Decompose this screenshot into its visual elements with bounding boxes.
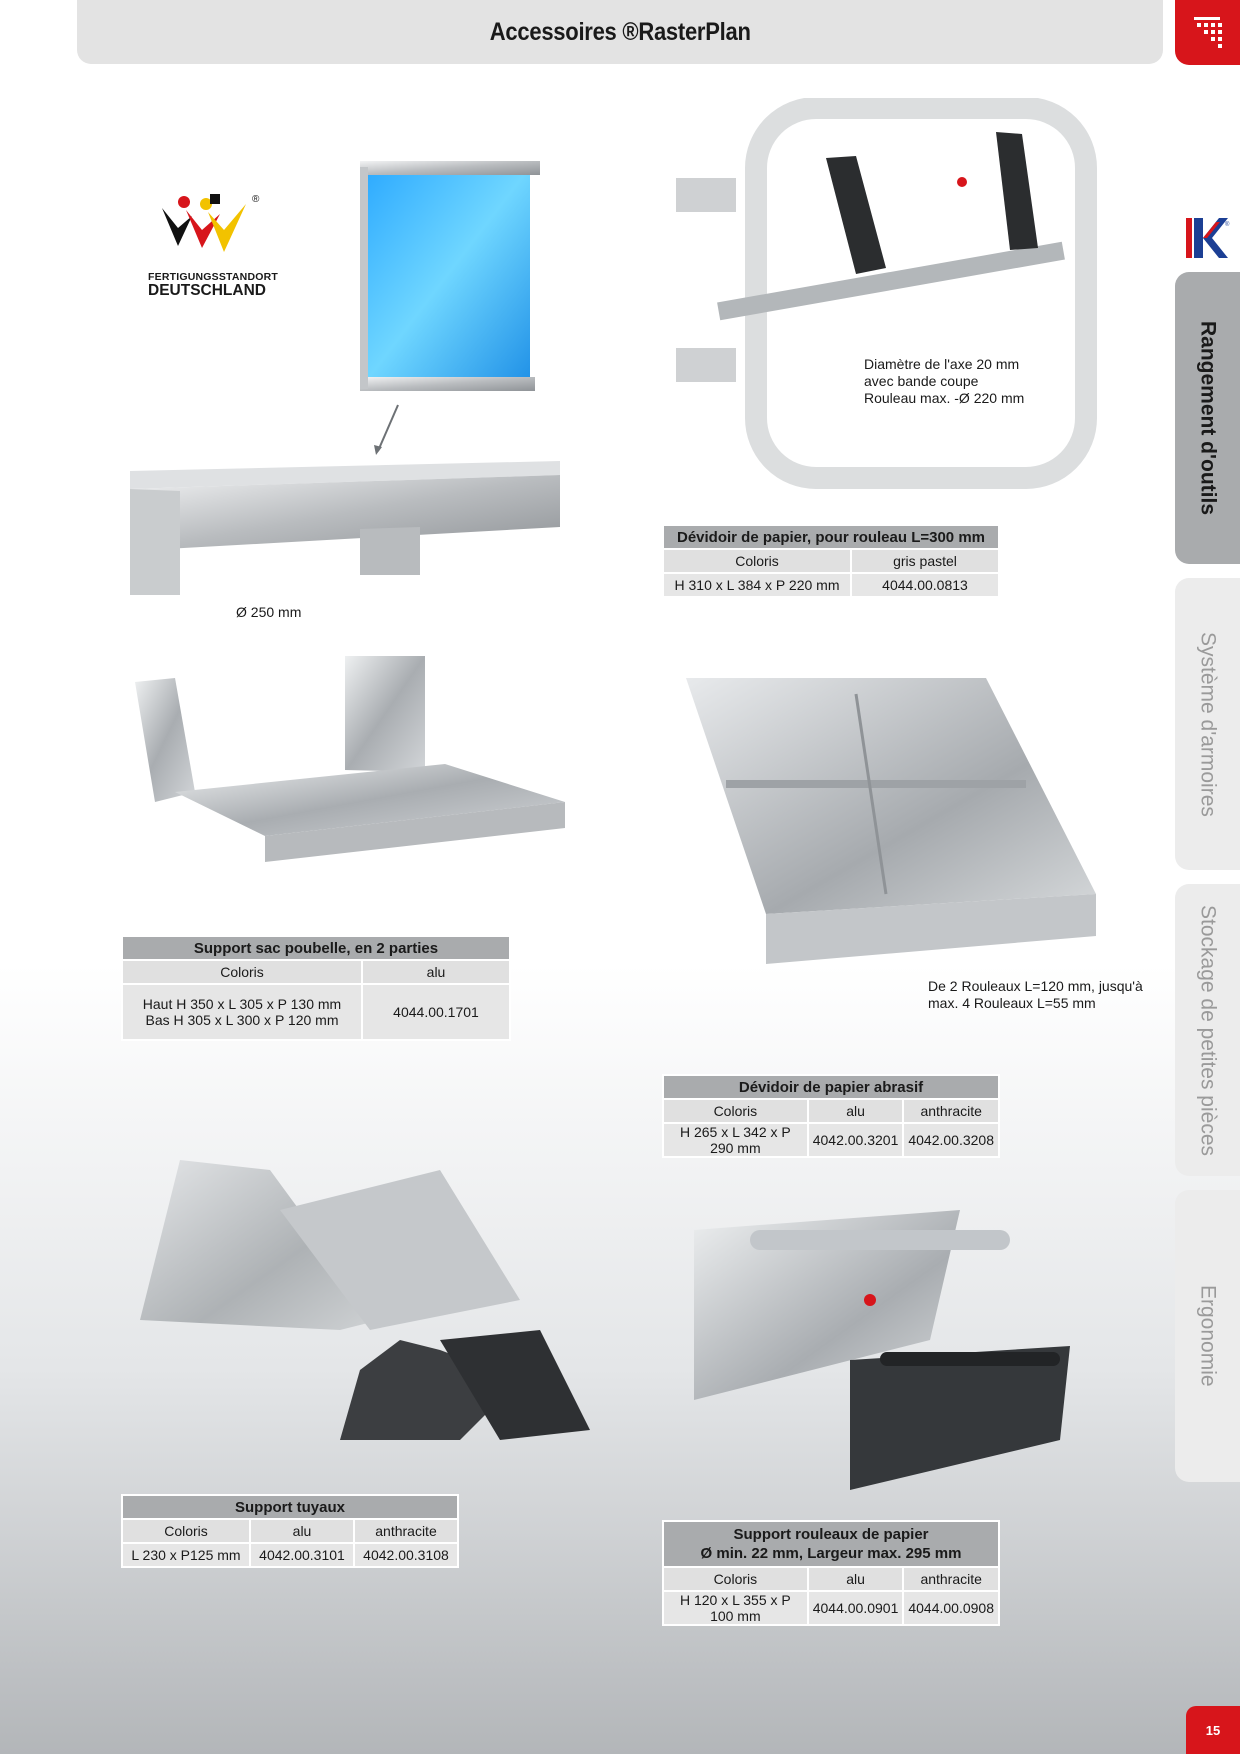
table-cell-dims: Haut H 350 x L 305 x P 130 mm Bas H 305 … — [121, 983, 363, 1041]
paper-dispenser-note: Diamètre de l'axe 20 mm avec bande coupe… — [864, 356, 1025, 406]
table-cell-ref: 4042.00.3208 — [902, 1122, 1000, 1158]
badge-line-1: FERTIGUNGSSTANDORT — [148, 271, 278, 283]
table-col-header: anthracite — [902, 1098, 1000, 1124]
bin-holder-table: Support sac poubelle, en 2 parties Color… — [121, 935, 511, 1041]
table-cell-ref: 4042.00.3108 — [353, 1542, 459, 1568]
paper-dispenser-image — [676, 98, 1097, 489]
table-title: Dévidoir de papier, pour rouleau L=300 m… — [662, 524, 1000, 550]
roll-holder-image — [694, 1210, 1070, 1490]
roll-holder-table: Support rouleaux de papier Ø min. 22 mm,… — [662, 1520, 1000, 1626]
tab-label: Rangement d'outils — [1196, 320, 1220, 515]
tab-rangement-outils[interactable]: Rangement d'outils — [1175, 272, 1240, 564]
brand-corner-logo — [1175, 0, 1240, 65]
page-number: 15 — [1186, 1706, 1240, 1754]
tab-stockage-petites-pieces[interactable]: Stockage de petites pièces — [1175, 884, 1240, 1176]
abrasive-table: Dévidoir de papier abrasif Coloris alu a… — [662, 1074, 1000, 1158]
tab-label: Stockage de petites pièces — [1196, 904, 1220, 1156]
table-col-header: alu — [806, 1566, 905, 1592]
table-cell-dims: L 230 x P125 mm — [121, 1542, 251, 1568]
page-title: Accessoires ®RasterPlan — [489, 17, 751, 46]
table-col-header: Coloris — [662, 1566, 809, 1592]
table-cell-ref: 4042.00.3101 — [249, 1542, 355, 1568]
tab-ergonomie[interactable]: Ergonomie — [1175, 1190, 1240, 1482]
table-cell-ref: 4044.00.0901 — [806, 1590, 905, 1626]
table-title: Dévidoir de papier abrasif — [662, 1074, 1000, 1100]
table-col-header: gris pastel — [850, 548, 1000, 574]
hose-holder-image — [140, 1160, 590, 1440]
table-cell-ref: 4044.00.0908 — [902, 1590, 1000, 1626]
table-col-header: anthracite — [902, 1566, 1000, 1592]
table-cell-dims: H 310 x L 384 x P 220 mm — [662, 572, 852, 598]
svg-text:®: ® — [252, 194, 260, 205]
table-cell-ref: 4044.00.1701 — [361, 983, 511, 1041]
badge-line-2: DEUTSCHLAND — [148, 282, 266, 299]
tab-systeme-armoires[interactable]: Système d'armoires — [1175, 578, 1240, 870]
tab-label: Ergonomie — [1196, 1285, 1220, 1387]
table-cell-ref: 4044.00.0813 — [850, 572, 1000, 598]
brand-k-logo: ® — [1186, 218, 1230, 258]
made-in-germany-badge: ® FERTIGUNGSSTANDORT DEUTSCHLAND — [148, 190, 278, 300]
table-title: Support sac poubelle, en 2 parties — [121, 935, 511, 961]
table-col-header: anthracite — [353, 1518, 459, 1544]
bin-bag-holder-image — [130, 161, 560, 595]
table-col-header: Coloris — [121, 959, 363, 985]
table-title: Support tuyaux — [121, 1494, 459, 1520]
table-col-header: Coloris — [662, 1098, 809, 1124]
table-col-header: Coloris — [662, 548, 852, 574]
table-cell-dims: H 265 x L 342 x P 290 mm — [662, 1122, 809, 1158]
table-col-header: alu — [249, 1518, 355, 1544]
abrasive-dispenser-image — [686, 678, 1096, 964]
table-col-header: Coloris — [121, 1518, 251, 1544]
page-header: Accessoires ®RasterPlan — [77, 0, 1163, 64]
table-title: Support rouleaux de papier Ø min. 22 mm,… — [662, 1520, 1000, 1568]
grid-dots-icon — [1194, 17, 1222, 48]
table-cell-dims: H 120 x L 355 x P 100 mm — [662, 1590, 809, 1626]
paper-dispenser-table: Dévidoir de papier, pour rouleau L=300 m… — [662, 524, 1000, 598]
hose-table: Support tuyaux Coloris alu anthracite L … — [121, 1494, 459, 1568]
abrasive-note: De 2 Rouleaux L=120 mm, jusqu'à max. 4 R… — [928, 978, 1143, 1011]
people-figures-icon: ® — [162, 194, 260, 252]
table-col-header: alu — [806, 1098, 905, 1124]
table-cell-ref: 4042.00.3201 — [806, 1122, 905, 1158]
tool-shelf-image — [135, 656, 565, 862]
bin-diameter-note: Ø 250 mm — [236, 604, 302, 620]
svg-text:®: ® — [1225, 221, 1230, 228]
table-col-header: alu — [361, 959, 511, 985]
tab-label: Système d'armoires — [1196, 631, 1220, 817]
